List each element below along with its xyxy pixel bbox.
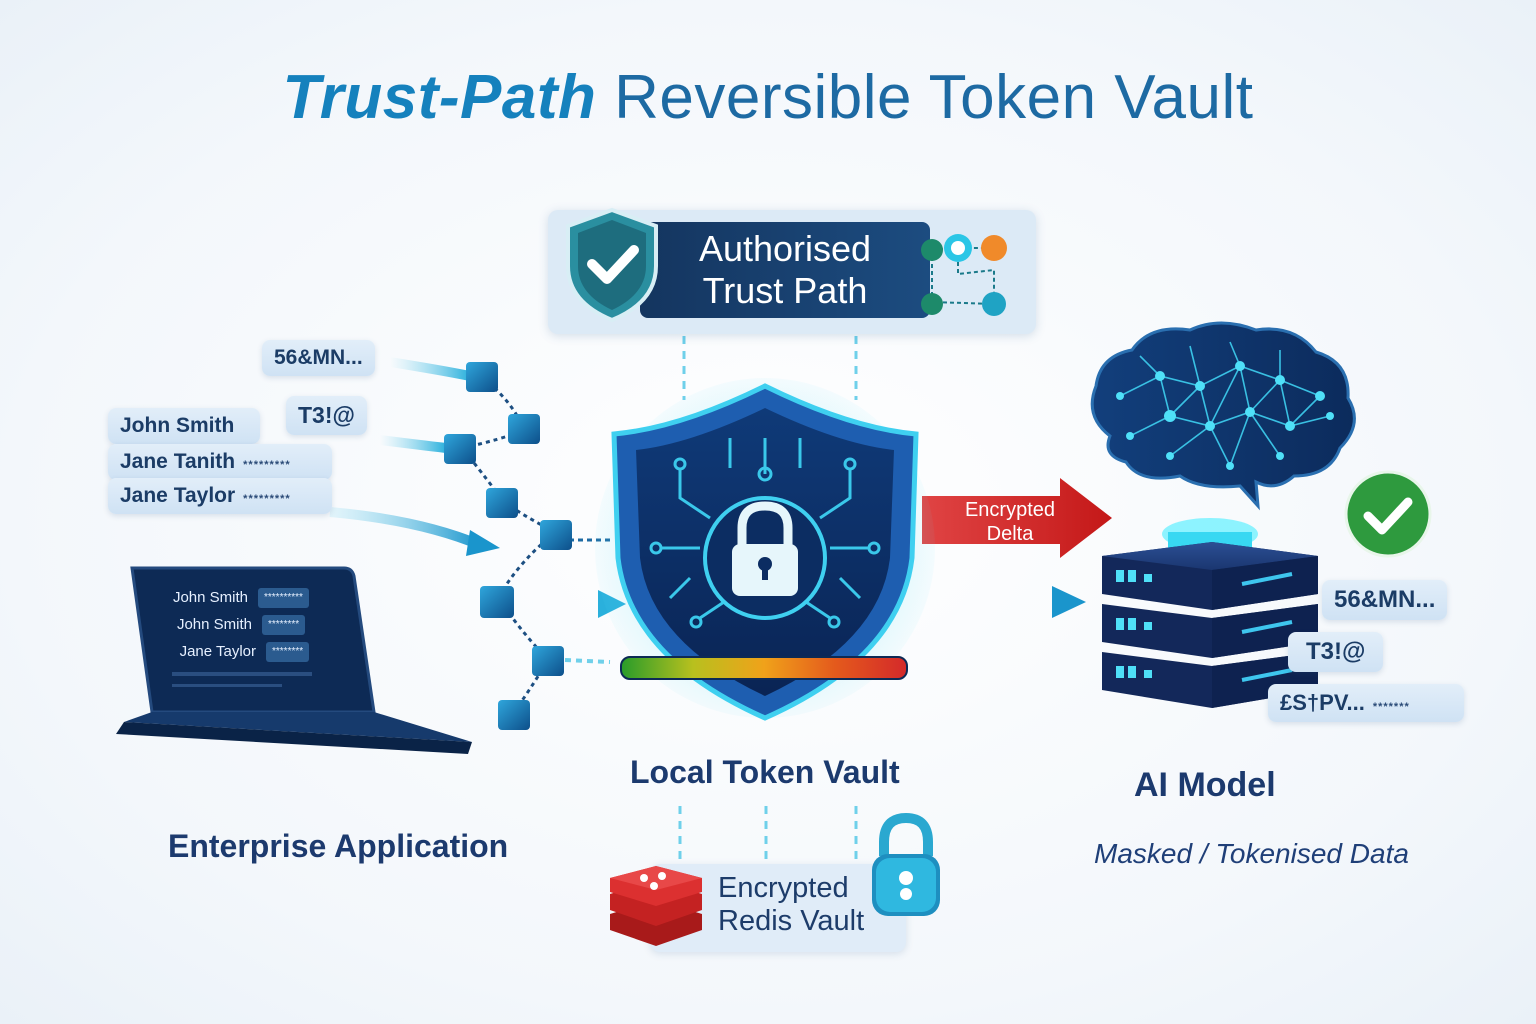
vault-label: Local Token Vault <box>630 754 900 790</box>
token-tag-2: T3!@ <box>286 396 367 435</box>
vault-shield-icon <box>595 378 935 721</box>
network-icons <box>921 234 1007 316</box>
laptop-mask-2: ******** <box>262 614 306 635</box>
title-bold: Trust-Path <box>282 63 597 132</box>
redis-label: Encrypted Redis Vault <box>718 872 864 938</box>
left-name-3-mask: ********* <box>243 493 291 505</box>
redis-icon <box>610 866 702 946</box>
ai-model-label: AI Model <box>1134 766 1276 804</box>
right-token-1: 56&MN... <box>1322 580 1448 620</box>
trust-path-line2: Trust Path <box>702 270 868 311</box>
left-name-2-mask: ********* <box>243 459 291 471</box>
redis-line1: Encrypted <box>718 872 849 904</box>
laptop-row-1: John Smith ********** <box>152 584 372 611</box>
laptop-mask-3: ******** <box>266 641 310 662</box>
laptop-name-2: John Smith <box>176 616 252 633</box>
token-tag-1: 56&MN... <box>262 340 375 376</box>
laptop-row-2: John Smith ******** <box>152 611 372 638</box>
check-circle-icon <box>1344 470 1432 558</box>
laptop-icon <box>116 566 472 754</box>
left-name-2-text: Jane Tanith <box>120 450 236 473</box>
right-token-3: £S†PV... ******* <box>1268 684 1464 722</box>
trust-path-line1: Authorised <box>698 228 872 269</box>
laptop-screen: John Smith ********** John Smith *******… <box>152 584 372 665</box>
padlock-icon <box>872 812 940 916</box>
left-name-3: Jane Taylor ********* <box>108 478 332 514</box>
laptop-mask-1: ********** <box>258 587 309 608</box>
left-name-2: Jane Tanith ********* <box>108 444 332 480</box>
left-name-1: John Smith <box>108 408 260 444</box>
left-name-3-text: Jane Taylor <box>120 484 236 507</box>
right-token-3-text: £S†PV... <box>1280 690 1365 715</box>
enterprise-label: Enterprise Application <box>168 828 509 864</box>
enc-line2: Delta <box>986 523 1034 545</box>
laptop-name-3: Jane Taylor <box>179 643 256 660</box>
ai-model-sub: Masked / Tokenised Data <box>1094 838 1409 869</box>
vault-progress-bar <box>620 656 908 680</box>
page-title: Trust-Path Reversible Token Vault <box>0 62 1536 133</box>
trust-path-banner <box>640 222 930 318</box>
brain-icon <box>1090 321 1356 511</box>
trust-path-label: Authorised Trust Path <box>650 228 920 312</box>
right-token-3-mask: ******* <box>1372 701 1410 713</box>
right-token-2: T3!@ <box>1288 632 1384 672</box>
title-rest: Reversible Token Vault <box>614 63 1254 132</box>
enc-line1: Encrypted <box>964 499 1056 521</box>
encrypted-delta-label: Encrypted Delta <box>930 498 1090 546</box>
left-name-1-text: John Smith <box>120 414 235 437</box>
laptop-row-3: Jane Taylor ******** <box>152 638 372 665</box>
server-icon <box>1102 518 1318 708</box>
shield-check-icon <box>566 207 658 323</box>
laptop-name-1: John Smith <box>172 589 248 606</box>
redis-line2: Redis Vault <box>718 905 865 937</box>
cube-nodes <box>444 362 572 730</box>
